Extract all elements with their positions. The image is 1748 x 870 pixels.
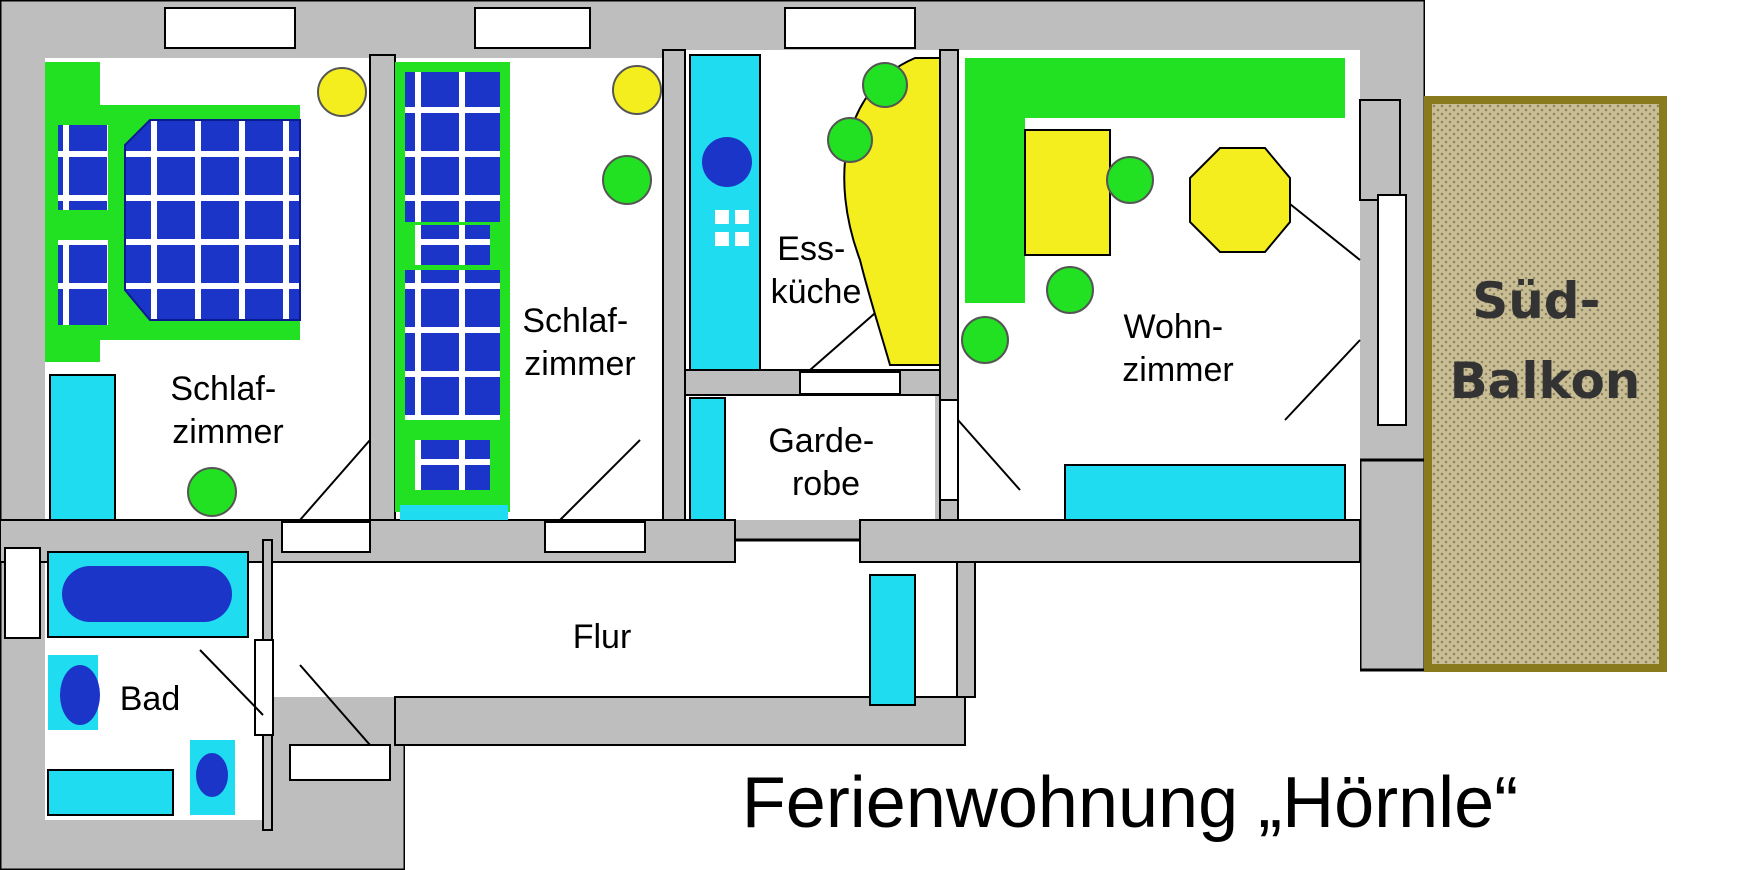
plan-title: Ferienwohnung „Hörnle“ — [742, 763, 1518, 843]
windows — [4, 7, 1407, 639]
label-garderobe: Garde- robe — [768, 422, 883, 503]
kitchen-furniture — [689, 54, 941, 371]
bedroom-1-furniture — [45, 62, 367, 521]
hall-furniture — [689, 397, 916, 706]
label-wohnzimmer: Wohn- zimmer — [1122, 308, 1233, 389]
living-room-furniture — [961, 58, 1346, 521]
balcony — [1424, 96, 1667, 672]
label-schlafzimmer-2: Schlaf- zimmer — [522, 302, 637, 383]
bedroom-2-furniture — [395, 62, 662, 520]
room-labels: Schlaf- zimmer Schlaf- zimmer Ess- küche… — [120, 230, 1641, 718]
bathroom-furniture — [47, 551, 249, 816]
label-flur: Flur — [573, 618, 632, 656]
label-sued-balkon: Süd- Balkon — [1450, 272, 1641, 410]
label-esskueche: Ess- küche — [771, 230, 862, 311]
label-schlafzimmer-1: Schlaf- zimmer — [170, 370, 285, 451]
doors — [199, 199, 1361, 781]
label-bad: Bad — [120, 680, 181, 718]
